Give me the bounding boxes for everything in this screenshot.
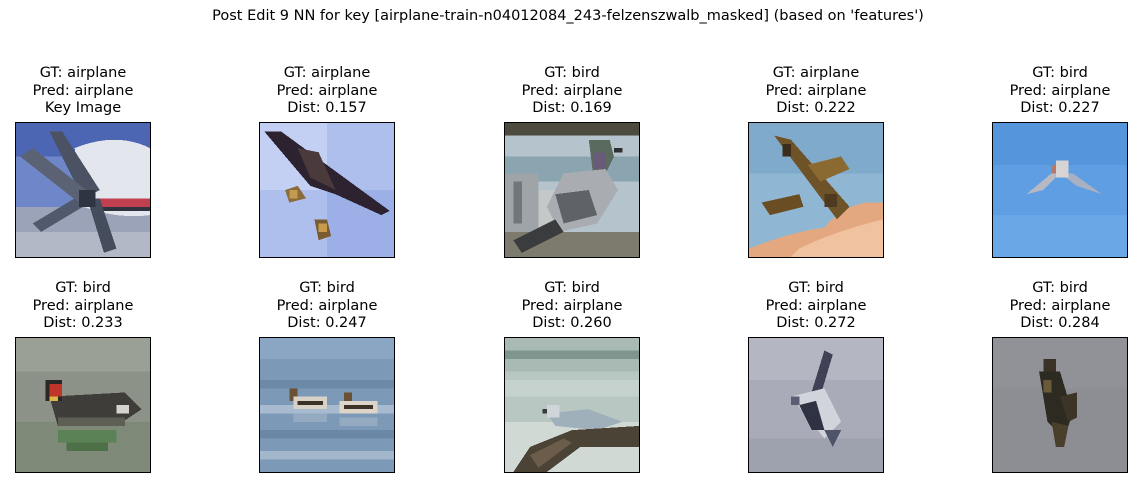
key-image-label: Key Image [44, 100, 122, 116]
dist-label: Dist: 0.247 [287, 315, 367, 331]
pred-label: Pred: airplane [276, 82, 378, 99]
gt-label: GT: bird [299, 280, 355, 296]
pred-label: Pred: airplane [32, 82, 134, 99]
panel-caption: GT: bird Pred: airplane Dist: 0.260 [444, 280, 700, 333]
dist-label: Dist: 0.260 [532, 315, 612, 331]
moorhen-thumbnail [15, 337, 151, 473]
gt-label: GT: airplane [283, 65, 371, 81]
dist-label: Dist: 0.157 [287, 100, 367, 116]
airplane-propeller-thumbnail [15, 122, 151, 258]
pred-label: Pred: airplane [276, 297, 378, 314]
pred-label: Pred: airplane [1009, 297, 1111, 314]
dist-label: Dist: 0.233 [43, 315, 123, 331]
pred-label: Pred: airplane [521, 297, 623, 314]
dist-label: Dist: 0.222 [776, 100, 856, 116]
pigeon-thumbnail [504, 122, 640, 258]
airplane-in-sky-thumbnail [259, 122, 395, 258]
plane-over-clouds-thumbnail [748, 122, 884, 258]
gt-label: GT: bird [55, 280, 111, 296]
panel-caption: GT: airplane Pred: airplane Key Image [0, 65, 211, 118]
gt-label: GT: bird [544, 65, 600, 81]
panel-caption: GT: airplane Pred: airplane Dist: 0.157 [199, 65, 455, 118]
dark-bird-grey-thumbnail [992, 337, 1128, 473]
panel-caption: GT: airplane Pred: airplane Dist: 0.222 [688, 65, 944, 118]
dist-label: Dist: 0.272 [776, 315, 856, 331]
dist-label: Dist: 0.284 [1020, 315, 1100, 331]
bird-on-branch-thumbnail [504, 337, 640, 473]
pred-label: Pred: airplane [521, 82, 623, 99]
gt-label: GT: bird [544, 280, 600, 296]
panel-caption: GT: bird Pred: airplane Dist: 0.272 [688, 280, 944, 333]
panel-caption: GT: bird Pred: airplane Dist: 0.169 [444, 65, 700, 118]
gull-blue-sky-thumbnail [992, 122, 1128, 258]
panel-caption: GT: bird Pred: airplane Dist: 0.227 [932, 65, 1136, 118]
bird-flying-grey-thumbnail [748, 337, 884, 473]
ducks-on-water-thumbnail [259, 337, 395, 473]
pred-label: Pred: airplane [765, 82, 867, 99]
panel-caption: GT: bird Pred: airplane Dist: 0.233 [0, 280, 211, 333]
gt-label: GT: airplane [39, 65, 127, 81]
panel-caption: GT: bird Pred: airplane Dist: 0.247 [199, 280, 455, 333]
pred-label: Pred: airplane [765, 297, 867, 314]
gt-label: GT: bird [1032, 280, 1088, 296]
dist-label: Dist: 0.169 [532, 100, 612, 116]
gt-label: GT: bird [788, 280, 844, 296]
gt-label: GT: bird [1032, 65, 1088, 81]
figure-title: Post Edit 9 NN for key [airplane-train-n… [212, 8, 924, 24]
panel-caption: GT: bird Pred: airplane Dist: 0.284 [932, 280, 1136, 333]
gt-label: GT: airplane [772, 65, 860, 81]
dist-label: Dist: 0.227 [1020, 100, 1100, 116]
pred-label: Pred: airplane [1009, 82, 1111, 99]
pred-label: Pred: airplane [32, 297, 134, 314]
